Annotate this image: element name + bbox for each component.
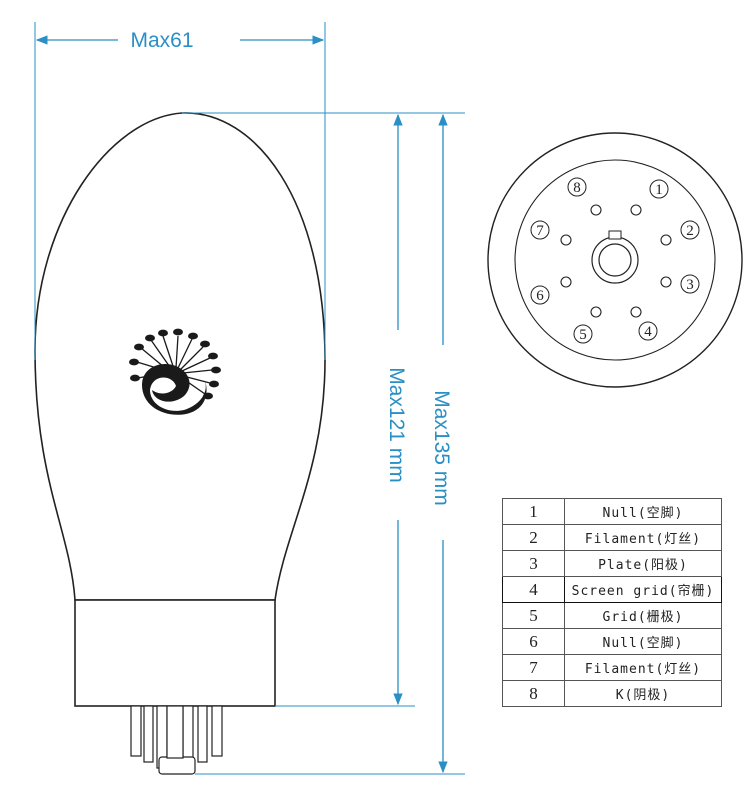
pin-function-cell: K(阴极) [564,680,722,707]
width-label: Max61 [130,29,193,52]
pin-assignment-table: 1 Null(空脚) 2 Filament(灯丝) 3 Plate(阳极) 4 … [502,498,722,707]
table-row: 7 Filament(灯丝) [502,654,722,681]
socket-pin-5-number: 5 [579,327,587,343]
tube-glass-envelope [34,112,326,601]
socket-pin-6-number: 6 [536,288,544,304]
pin-number-cell: 4 [502,576,565,603]
pin-number-cell: 7 [502,654,565,681]
socket-pin-4-number: 4 [644,324,652,340]
peacock-feather-stems [136,335,213,395]
table-row: 1 Null(空脚) [502,498,722,525]
pin-function-cell: Grid(栅极) [564,602,722,629]
socket-pin-7-number: 7 [536,223,544,239]
socket-pin-2-number: 2 [686,223,694,239]
table-row: 6 Null(空脚) [502,628,722,655]
pin-function-cell: Filament(灯丝) [564,654,722,681]
pin-number-cell: 2 [502,524,565,551]
socket-bottom-view [487,132,743,388]
pin-number-cell: 3 [502,550,565,577]
width-dimension [34,22,326,360]
table-row: 2 Filament(灯丝) [502,524,722,551]
tube-base [74,599,276,707]
socket-pin-numbers [530,177,700,344]
socket-pin-3-number: 3 [686,277,694,293]
pin-number-cell: 6 [502,628,565,655]
table-row: 3 Plate(阳极) [502,550,722,577]
table-row: 8 K(阴极) [502,680,722,707]
pin-function-cell: Filament(灯丝) [564,524,722,551]
table-row: 5 Grid(栅极) [502,602,722,629]
tube-pins [130,705,223,775]
pin-function-cell: Null(空脚) [564,628,722,655]
peacock-logo-icon [129,328,221,415]
table-row: 4 Screen grid(帘栅) [502,576,722,603]
pin-function-cell: Plate(阳极) [564,550,722,577]
body-height-label: Max121 mm [385,367,408,483]
pin-function-cell: Null(空脚) [564,498,722,525]
pin-number-cell: 5 [502,602,565,629]
pin-number-cell: 1 [502,498,565,525]
pin-function-cell: Screen grid(帘栅) [564,576,722,603]
pin-number-cell: 8 [502,680,565,707]
socket-pin-1-number: 1 [655,182,663,198]
socket-pin-8-number: 8 [573,180,581,196]
total-height-label: Max135 mm [430,390,453,506]
socket-pin-holes [560,204,672,318]
